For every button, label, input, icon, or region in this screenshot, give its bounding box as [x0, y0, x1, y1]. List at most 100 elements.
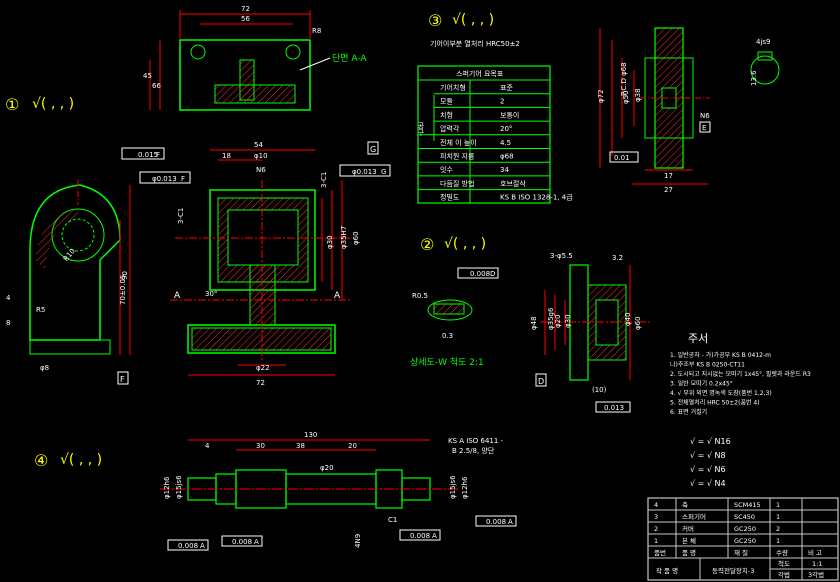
spur-gear-row-value: 4.5: [500, 139, 511, 147]
shaft-d-right2: φ12h6: [461, 476, 469, 499]
tol-circ-value: φ0.013: [352, 168, 377, 176]
note-line: 3. 일반 모따기 0.2x45°: [670, 380, 733, 388]
parts-list-header: 비 고: [808, 548, 822, 557]
parts-list-header: 품번: [654, 548, 666, 557]
top-view-base: [214, 84, 296, 104]
detail-w-label: 상세도-W 척도 2:1: [410, 357, 484, 368]
top-view: 72 56 R8 66 45 단면 A-A: [143, 5, 367, 111]
parts-list-cell: 스퍼기어: [682, 512, 706, 521]
gear-keyway-view: [750, 55, 780, 85]
tol-perp-datum: F: [156, 151, 160, 159]
front-view-chamfer-right: 3-C1: [320, 172, 328, 188]
gear-dim-d1: φ50: [622, 90, 630, 104]
spur-gear-table-group: 공구: [417, 122, 425, 137]
cover-runout: 0.013: [604, 404, 624, 412]
parts-list-cell: 2: [654, 525, 658, 533]
title-block-text: 1:1: [812, 560, 822, 568]
surface-mark-2-symbol: √( , , ): [444, 236, 486, 252]
shaft-tol-1-datum: A: [200, 542, 205, 550]
shaft-d-left2: φ15js6: [175, 475, 183, 499]
gear-dim-width1: 17: [664, 172, 673, 180]
top-view-dim-inner: 56: [241, 15, 250, 23]
shaft-seg1: 30: [256, 442, 265, 450]
part-number-1: ①: [5, 95, 19, 114]
parts-list-cell: GC250: [734, 537, 756, 545]
gear-hardening-note: 기어이부분 열처리 HRC50±2: [430, 39, 520, 48]
cover-view: φ48 φ35g6 φ20 φ30 φ40 φ60 3.2 3-φ5.5 (10…: [530, 252, 650, 413]
spur-gear-row-value: 표준: [500, 84, 513, 92]
side-view-small8: 8: [6, 319, 10, 327]
note-line: 나)주조부 KS B 0250-CT11: [670, 361, 745, 369]
front-view-chamfer: 3-C1: [177, 208, 185, 224]
surface-mark-4: ④ √( , , ): [34, 451, 102, 470]
note-line: 4. √ 부위 외면 명녹색 도장(품번 1,2,3): [670, 389, 772, 397]
note-line: 2. 도시되고 지시없는 모따기 1x45°, 필렛과 라운드 R3: [670, 370, 811, 378]
parts-list-header: 품 명: [682, 548, 696, 557]
shaft-d-left: φ12h6: [163, 476, 171, 499]
roughness-item: √ = √ N4: [690, 479, 726, 488]
shaft-key: 4N9: [354, 534, 362, 548]
surface-mark-1-symbol: √( , , ): [32, 96, 74, 112]
top-view-dim-side: 45: [143, 72, 152, 80]
cover-ten: (10): [592, 386, 607, 394]
front-view-dim-top: 54: [254, 141, 263, 149]
gear-key-depth: 13.6: [750, 70, 758, 86]
gear-dim-d2: φ38: [634, 88, 642, 102]
surface-mark-2: ② √( , , ): [420, 235, 486, 254]
front-view-angle: 30°: [205, 290, 217, 298]
front-view-bore-h7: φ35H7: [340, 226, 348, 249]
part-number-2: ②: [420, 235, 434, 254]
shaft-chamfer: C1: [388, 516, 397, 524]
detail-w-tol: 0.008: [470, 270, 490, 278]
title-block-text: 각법: [778, 570, 790, 579]
top-view-hole-left: [190, 44, 206, 60]
cover-bolt: 3-φ5.5: [550, 252, 573, 260]
top-view-hole-right: [285, 44, 301, 60]
cover-datum: D: [538, 377, 544, 386]
surface-mark-1: ① √( , , ): [5, 95, 74, 114]
front-view-bore-small: φ30: [326, 235, 334, 249]
datum-g-box: G: [370, 145, 376, 154]
title-block-text: 3각법: [808, 570, 824, 579]
shaft-tol-1: 0.008: [178, 542, 198, 550]
spur-gear-row-label: 치형: [440, 110, 453, 119]
shaft-seg2: 38: [296, 442, 305, 450]
shaft-tol-3: 0.008: [410, 532, 430, 540]
gear-dim-width2: 27: [664, 186, 673, 194]
top-view-dim-overall: 72: [241, 5, 250, 13]
section-letter-a-right: A: [334, 291, 341, 301]
parts-list-cell: 1: [776, 501, 780, 509]
spur-gear-row-value: 20°: [500, 125, 512, 133]
side-view-height: 90: [121, 271, 129, 280]
side-view-bolt2: φ8: [40, 364, 49, 372]
note-line: 1. 일반공차 - 가)가공부 KS B 0412-m: [670, 351, 771, 359]
cover-d1: φ48: [530, 316, 538, 330]
cover-d4: φ30: [564, 314, 572, 328]
parts-list-header: 수량: [776, 549, 788, 557]
cover-d3: φ20: [554, 314, 562, 328]
cover-d6: φ60: [634, 316, 642, 330]
tol-circ-datum: G: [381, 168, 386, 176]
roughness-item: √ = √ N16: [690, 437, 731, 446]
top-view-dim-radius: R8: [312, 27, 321, 35]
gear-runout: 0.01: [614, 154, 630, 162]
shaft-tol-4-datum: A: [508, 518, 513, 526]
parts-list-cell: 4: [654, 501, 658, 509]
shaft-overall: 130: [304, 431, 317, 439]
front-view-bottom-hole: φ22: [256, 364, 270, 372]
side-view: 90 70±0.05 R10 4 8 φ8 R5 F: [6, 180, 131, 385]
part-number-4: ④: [34, 451, 48, 470]
parts-list-cell: SCM415: [734, 501, 761, 509]
note-line: 5. 전체열처리 HRC 50±2(품번 4): [670, 399, 760, 407]
shaft-tol-4: 0.008: [486, 518, 506, 526]
shaft-seg4: 4: [205, 442, 210, 450]
front-view-base: 72: [256, 379, 265, 387]
tol-conc-datum: F: [181, 175, 185, 183]
gear-dim-pcd: P.C.D φ68: [620, 62, 628, 96]
surface-mark-3: ③ √( , , ) 기어이부분 열처리 HRC50±2: [428, 11, 520, 48]
roughness-item: √ = √ N6: [690, 465, 726, 474]
roughness-item: √ = √ N8: [690, 451, 726, 460]
side-view-r5: R5: [36, 306, 45, 314]
